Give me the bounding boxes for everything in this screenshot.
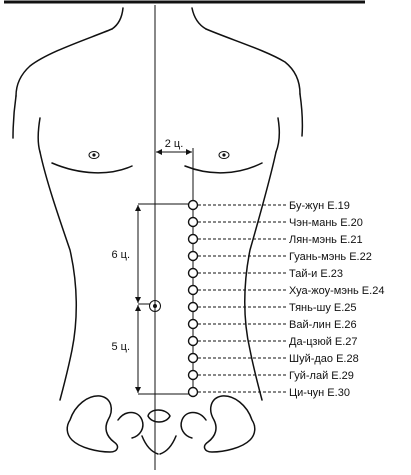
point-label: Да-цзюй E.27	[289, 336, 358, 348]
lower-distance-label: 5 ц.	[111, 341, 130, 353]
acupuncture-point	[189, 252, 198, 261]
point-label: Гуань-мэнь E.22	[289, 251, 372, 263]
acupuncture-point	[189, 286, 198, 295]
upper-arrow-head-top	[135, 205, 141, 211]
right-iliac-bone	[205, 396, 255, 452]
point-label: Ци-чун E.30	[289, 387, 350, 399]
lateral-distance-marker: 2 ц.	[156, 138, 193, 205]
upper-distance-label: 6 ц.	[111, 249, 130, 261]
upper-arrow-head-bottom	[135, 297, 141, 303]
sacrum-shape	[148, 410, 170, 422]
left-iliac-bone	[67, 396, 117, 452]
lower-arrow-head-top	[135, 305, 141, 311]
point-label: Гуй-лай E.29	[289, 370, 354, 382]
acupuncture-point	[189, 354, 198, 363]
acupuncture-point	[189, 218, 198, 227]
point-label: Шуй-дао E.28	[289, 353, 359, 365]
lateral-arrow-head-right	[186, 149, 192, 155]
acupuncture-point	[189, 320, 198, 329]
acupuncture-point	[189, 337, 198, 346]
left-pubic-arc	[142, 436, 158, 454]
right-chest-curve	[185, 163, 262, 173]
point-label: Тай-и E.23	[289, 268, 343, 280]
lower-arrow-head-bottom	[135, 387, 141, 393]
left-shoulder-line	[16, 29, 112, 96]
acupuncture-point	[189, 303, 198, 312]
left-torso-side-line	[40, 152, 76, 400]
right-hip-joint	[181, 413, 206, 439]
acupuncture-point	[189, 235, 198, 244]
right-torso-side-line	[245, 152, 276, 400]
right-arm-outer-line	[300, 94, 302, 136]
point-label: Чэн-мань E.20	[289, 217, 363, 229]
lateral-distance-label: 2 ц.	[165, 138, 184, 150]
point-label: Тянь-шу E.25	[289, 302, 357, 314]
acupuncture-point	[189, 269, 198, 278]
right-pubic-arc	[160, 436, 176, 454]
neck-right-line	[192, 8, 206, 29]
point-label: Вай-лин E.26	[289, 319, 357, 331]
acupuncture-point	[189, 371, 198, 380]
acupuncture-point	[189, 201, 198, 210]
pelvis-bones	[67, 396, 255, 454]
right-nipple-inner	[222, 153, 225, 156]
navel-inner	[153, 304, 157, 308]
left-chest-curve	[52, 163, 132, 173]
left-nipple-inner	[92, 153, 95, 156]
right-arm-inner-line	[276, 118, 279, 152]
neck-left-line	[112, 8, 123, 29]
point-label: Бу-жун E.19	[289, 200, 350, 212]
left-arm-inner-line	[38, 118, 40, 152]
point-label: Лян-мэнь E.21	[289, 234, 363, 246]
acupuncture-point	[189, 388, 198, 397]
point-label: Хуа-жоу-мэнь E.24	[289, 285, 384, 297]
left-hip-joint	[118, 413, 143, 439]
left-arm-outer-line	[13, 96, 16, 138]
right-shoulder-line	[206, 29, 300, 94]
vertical-distance-markers: 6 ц. 5 ц.	[111, 204, 192, 394]
lateral-arrow-head-left	[156, 149, 162, 155]
